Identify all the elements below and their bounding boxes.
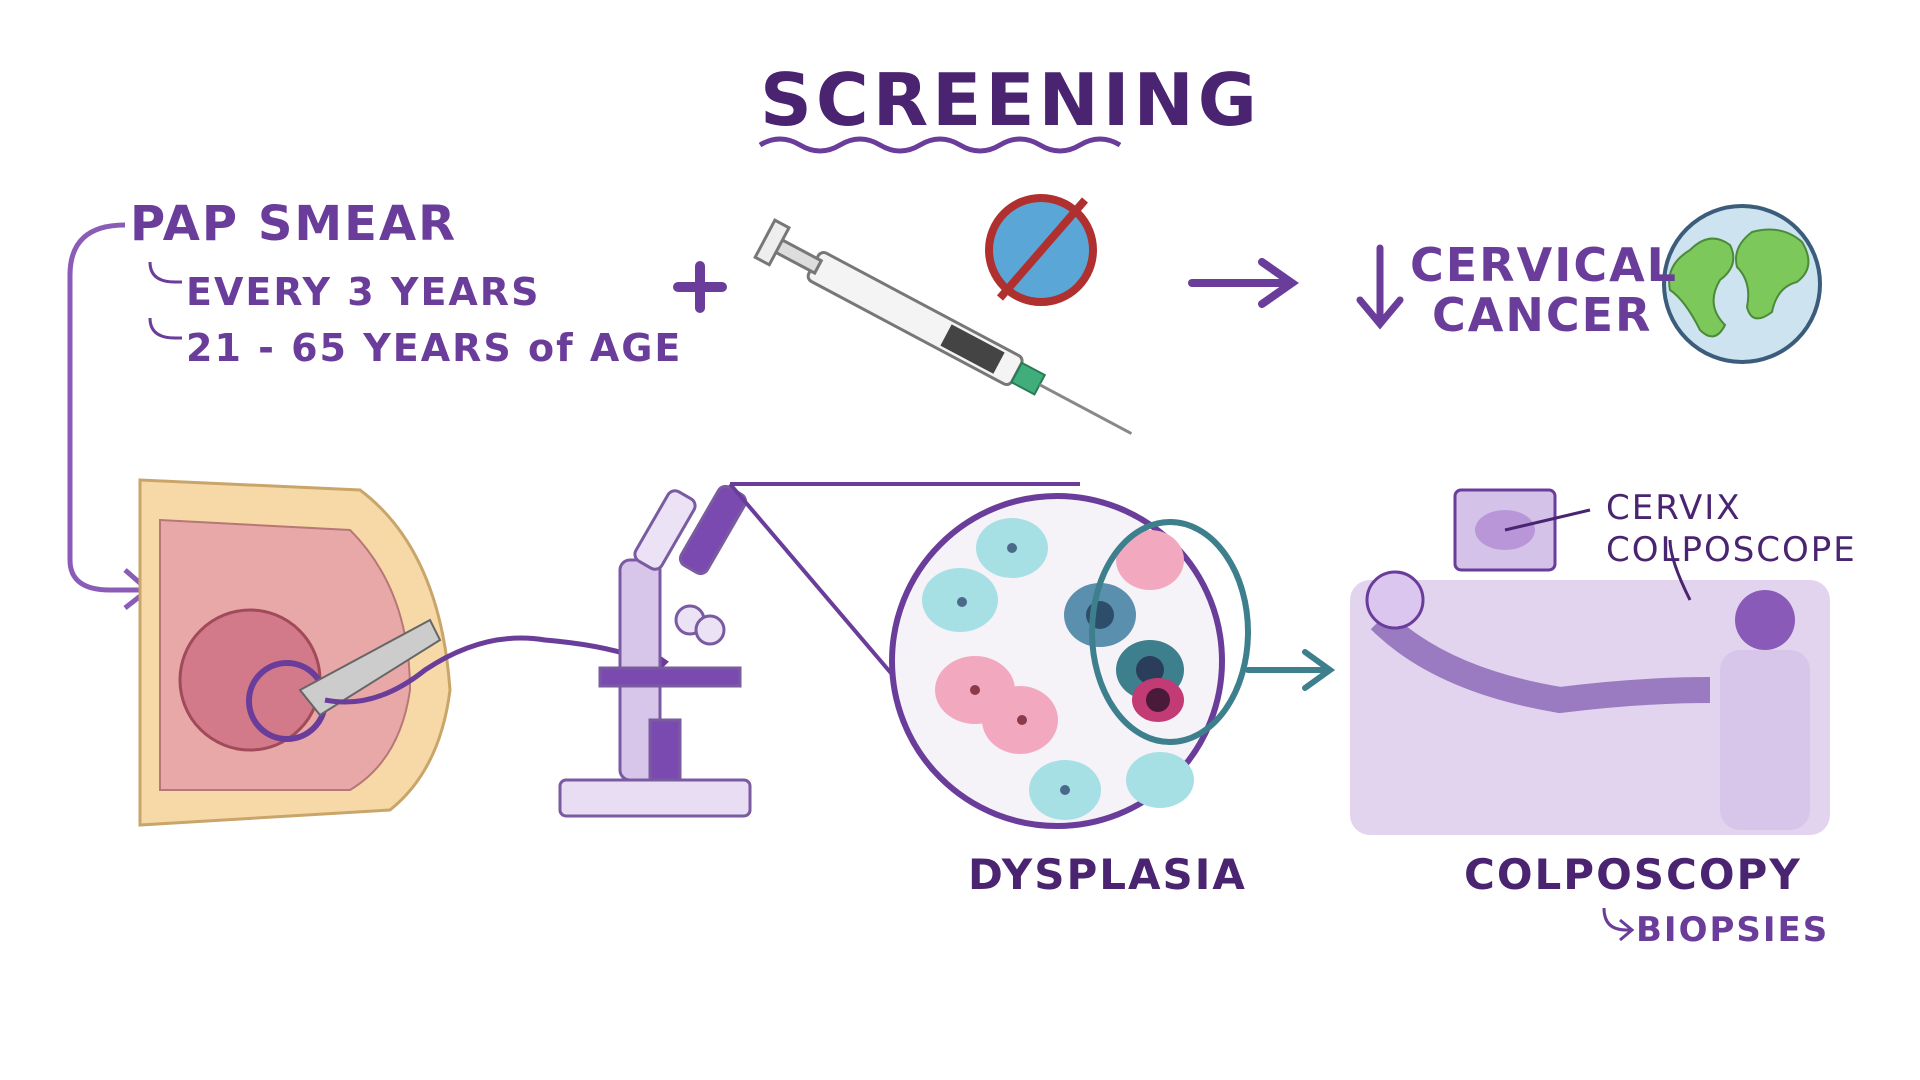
plus-icon — [673, 261, 727, 313]
bullet-hook — [148, 317, 182, 340]
anatomy-cross-section — [138, 478, 452, 827]
pap-bracket-arrow — [67, 222, 145, 593]
no-virus-icon — [985, 194, 1097, 306]
biopsies-label: BIOPSIES — [1636, 910, 1830, 950]
pap-age-range: 21 - 65 YEARS of AGE — [186, 326, 683, 370]
right-arrow-icon — [1188, 258, 1299, 308]
colposcope-label: COLPOSCOPE — [1606, 530, 1857, 570]
microscope-icon — [558, 484, 752, 818]
biopsies-hook-head — [1619, 918, 1635, 942]
teal-arrow-icon — [1245, 649, 1336, 691]
down-arrow-icon — [1356, 244, 1404, 330]
bullet-hook — [148, 261, 182, 284]
outcome-line-2: CANCER — [1432, 288, 1653, 342]
dysplasia-label: DYSPLASIA — [968, 850, 1247, 899]
cervix-label: CERVIX — [1606, 488, 1742, 528]
page-title: SCREENING — [760, 58, 1261, 142]
colposcopy-scene — [1350, 488, 1830, 835]
title-underline — [758, 136, 1122, 154]
colposcopy-label: COLPOSCOPY — [1464, 850, 1802, 899]
globe-icon — [1662, 204, 1822, 364]
dysplasia-magnified-view — [889, 493, 1251, 829]
sample-arrow — [324, 635, 646, 705]
pap-frequency: EVERY 3 YEARS — [186, 270, 541, 314]
outcome-line-1: CERVICAL — [1410, 238, 1678, 292]
biopsies-hook — [1602, 907, 1630, 932]
syringe-icon — [753, 218, 1133, 435]
pap-smear-heading: PAP SMEAR — [130, 196, 458, 252]
